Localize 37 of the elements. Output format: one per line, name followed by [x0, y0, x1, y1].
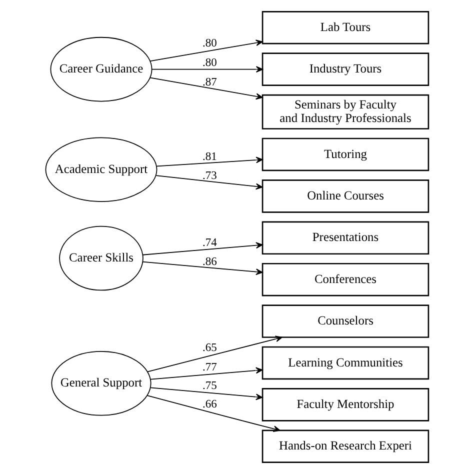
arrow [156, 156, 263, 167]
arrow [142, 242, 263, 256]
edge-label: .65 [202, 342, 217, 354]
node-box: Tutoring [262, 138, 430, 172]
edge-label: .87 [202, 76, 217, 89]
node-box: Online Courses [262, 180, 430, 213]
arrow [150, 387, 263, 400]
arrow [156, 175, 263, 190]
node-box: Presentations [262, 221, 430, 255]
arrow [150, 77, 263, 100]
arrow [150, 40, 263, 62]
node-box: Learning Communities [262, 346, 430, 380]
node-box: Seminars by Faculty and Industry Professionals [262, 94, 430, 130]
edge-label: .74 [202, 237, 217, 250]
edge-label: .73 [202, 170, 217, 182]
node-box: Hands-on Research Experi [262, 430, 430, 464]
node-box: Lab Tours [262, 10, 430, 44]
node-box: Counselors [262, 304, 430, 338]
arrow [152, 66, 263, 73]
edge-label: .81 [202, 151, 217, 164]
edge-label: .66 [202, 398, 217, 411]
edge-label: .86 [202, 256, 217, 268]
node-ellipse: General Support [51, 351, 152, 416]
arrow [150, 367, 263, 380]
arrow [142, 261, 263, 276]
node-ellipse: Academic Support [45, 137, 158, 202]
edge-label: .75 [202, 380, 217, 392]
node-box: Industry Tours [262, 52, 430, 86]
arrow [146, 395, 280, 432]
edge-label: .80 [202, 38, 217, 50]
node-box: Conferences [262, 262, 430, 296]
edge-label: .77 [202, 361, 217, 374]
node-ellipse: Career Skills [59, 226, 144, 291]
node-box: Faculty Mentorship [262, 388, 430, 422]
edge-label: .80 [202, 57, 217, 70]
node-ellipse: Career Guidance [50, 36, 152, 102]
arrow [147, 336, 282, 372]
